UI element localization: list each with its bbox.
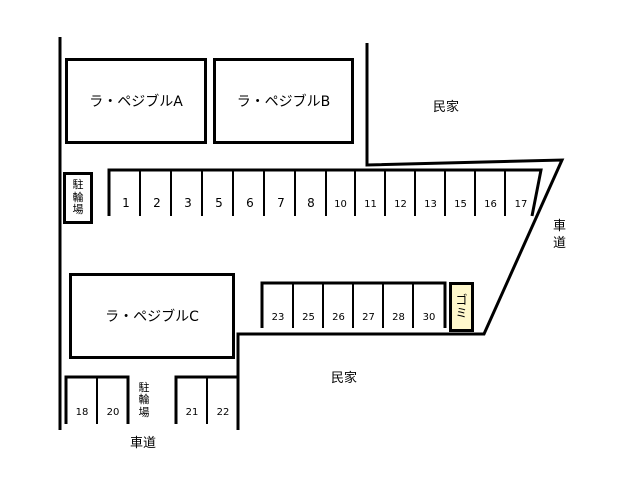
road-label-bottom: 車道: [130, 436, 157, 451]
parking-slot-number: 10: [334, 199, 347, 210]
parking-slot-number: 26: [332, 312, 345, 323]
parking-slot-number: 23: [271, 312, 285, 323]
parking-slot-number: 12: [394, 199, 407, 210]
boundary-right-line: [236, 43, 565, 430]
parking-slot-number: 8: [307, 196, 315, 210]
parking-slot-number: 16: [484, 199, 497, 210]
parking-slot-number: 1: [122, 196, 130, 210]
parking-slot-number: 28: [392, 312, 405, 323]
building-a: ラ・ペジブルA: [65, 58, 207, 144]
parking-row-bottom-right: [174, 375, 240, 424]
parking-slot-number: 3: [184, 196, 192, 210]
building-b-label: ラ・ペジブルB: [236, 94, 331, 110]
building-b: ラ・ペジブルB: [213, 58, 354, 144]
road-label-right-char: 車: [553, 219, 567, 234]
building-c: ラ・ペジブルC: [69, 273, 235, 359]
building-a-label: ラ・ペジブルA: [89, 94, 183, 110]
bike-parking-left-char: 場: [72, 203, 84, 217]
road-label-right-char: 道: [553, 235, 567, 251]
parking-slot-number: 18: [75, 407, 89, 418]
parking-slot-number: 5: [215, 196, 223, 210]
bike-parking-bottom-char: 輪: [138, 393, 150, 407]
bike-parking-bottom-char: 駐: [138, 380, 150, 394]
bike-parking-left-char: 駐: [72, 178, 84, 192]
parking-slot-number: 25: [302, 312, 315, 323]
parking-slot-number: 22: [216, 407, 230, 418]
bike-parking-bottom: 駐 輪 場: [130, 377, 158, 424]
bike-parking-bottom-char: 場: [138, 405, 150, 419]
bike-parking-left-char: 輪: [72, 190, 84, 204]
parking-row-bottom-left: [64, 375, 130, 424]
parking-slot-number: 30: [422, 312, 436, 323]
parking-slot-number: 15: [454, 199, 467, 210]
parking-slot-number: 20: [106, 407, 120, 418]
parking-slot-number: 21: [185, 407, 199, 418]
parking-slot-number: 7: [277, 196, 285, 210]
parking-slot-number: 17: [514, 199, 528, 210]
garbage-station: ゴ ミ: [449, 282, 474, 332]
road-label-right: 車 道: [553, 219, 566, 253]
parking-slot-number: 13: [424, 199, 437, 210]
bike-parking-left: 駐 輪 場: [63, 172, 93, 224]
parking-slot-number: 2: [153, 196, 161, 210]
parking-slot-number: 11: [364, 199, 377, 210]
garbage-char: ミ: [455, 306, 468, 320]
parking-slot-number: 27: [362, 312, 375, 323]
garbage-char: ゴ: [455, 292, 468, 307]
house-label-top: 民家: [433, 100, 460, 115]
building-c-label: ラ・ペジブルC: [105, 309, 199, 325]
house-label-bottom: 民家: [331, 371, 358, 386]
parking-slot-number: 6: [246, 196, 254, 210]
parking-row-middle: [260, 281, 447, 328]
parking-row-top: [107, 168, 543, 217]
